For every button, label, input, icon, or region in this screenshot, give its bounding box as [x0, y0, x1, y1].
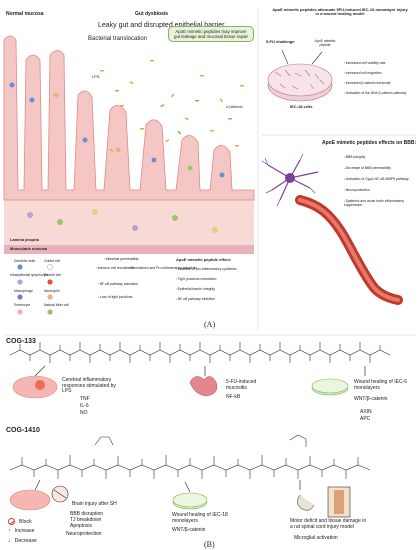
legend-iel: Intraepithelial lymphocyte [10, 273, 49, 277]
legend-neutrophil: Neutrophil [44, 289, 60, 293]
apoe-bubble: ApoE mimetic peptides may improve gut le… [168, 26, 254, 43]
cytokine-no: NO [80, 410, 88, 416]
bbb-effect-integrity: ↑BBB integrity [344, 155, 366, 159]
legend-goblet: Goblet cell [44, 259, 61, 263]
legend-enterocyte: Enterocyte [14, 303, 31, 307]
cytokine-il6: IL-6 [80, 403, 89, 409]
legend-dendritic: Dendritic cells [14, 259, 36, 263]
apoe-peptide-label: ApoE mimetic peptide [314, 39, 336, 47]
cog1410-arrows [34, 479, 301, 493]
apoe-effect-tj: ↑Tight junctions restoration [176, 277, 217, 281]
neuroprotection-label: Neuroprotection [66, 531, 102, 537]
wound-effect-catenin: ↑Increased β-catenin transcript [344, 81, 391, 85]
nfkb-label: NF-kB [226, 394, 241, 400]
bbb-title: ApoE mimetic peptides effects on BBB: [322, 140, 417, 146]
cog133-title: COG-133 [6, 338, 36, 345]
bacteria-scatter [100, 60, 244, 153]
apc-label: APC [360, 416, 371, 422]
legend-macrophage: Macrophage [14, 289, 33, 293]
microglial-label: Microglial activation [294, 535, 338, 541]
effect-nfkb: ↑NF-κB pathway activation [98, 282, 139, 286]
bacterial-translocation-label: Bacterial translocation [88, 36, 148, 42]
up-arrow-icon: ↑ [8, 528, 11, 534]
wound-effect-wnt: ↑Activation of the Wnt/ β-catenin pathwa… [344, 91, 407, 95]
intestinal-villi-illustration [3, 35, 255, 254]
bbb-effect-neuroprotection: ↑Neuroprotection [344, 188, 370, 192]
cog133-structure [9, 342, 391, 363]
legend-decrease-row: ↓ Decrease [8, 538, 37, 544]
cog1410-title: COG-1410 [6, 427, 40, 434]
axin-label: AXIN [360, 409, 372, 415]
legend-block: Block [19, 518, 32, 525]
apoe-effect-cytokines: ↓Inhibition of pro-inflammatory cytokine… [176, 267, 237, 271]
cog133-arrows [34, 365, 366, 377]
wound-effect-viability: ↑Increased cell viability rate [344, 61, 386, 65]
brain-injury-label: Brain injury after SH [72, 501, 117, 507]
wound-title: ApoE mimetic peptides attenuate 5FU-indu… [272, 7, 408, 17]
panel-a-label: (A) [204, 320, 216, 329]
motor-deficit-label: Motor deficit and tissue damage in a rat… [290, 518, 367, 530]
wnt-label-2: WNT/β-catenin [172, 527, 206, 533]
iec18-label: IEC-18 cells [290, 104, 313, 109]
effect-chemokines: ↑Chemokines and Pro-inflammatory cytokin… [128, 266, 197, 270]
mucositis-label: 5-FU-induced mucositis [226, 379, 257, 391]
legend-decrease: Decrease [14, 538, 37, 544]
effect-permeability: ↑Intestinal permeability [104, 257, 139, 261]
apoe-effect-nfkb: ↓NF-κB pathway inhibition [176, 297, 216, 301]
bbb-effect-cypa: ↓Activation of CypA-NF-κB-MMP9 pathway [344, 177, 409, 181]
legend-increase-row: ↑ Increase [8, 528, 35, 534]
fu-challenge-label: 5-FU challenge [266, 39, 295, 44]
normal-mucosa-title: Normal mucosa [6, 11, 44, 17]
bacteria-green [115, 90, 232, 135]
lps-label: LPS [92, 74, 100, 79]
wound-iec6-label: Wound healing of IEC-6 monolayers [354, 379, 407, 391]
iec18-dish-illustration [267, 49, 333, 102]
panel-b-label: (B) [204, 540, 215, 549]
gut-dysbiosis-title: Gut dysbiosis [135, 11, 169, 17]
muscularis-layer [4, 245, 254, 254]
muscularis-label: Muscularis mucosa [10, 246, 48, 251]
cog1410-icons [9, 485, 351, 518]
leaky-gut-title: Leaky gut and disrupted epithelial barri… [98, 22, 225, 29]
apoe-effect-title: ApoE mimetic peptide effect: [176, 257, 232, 262]
legend-block-row: Block [8, 518, 32, 525]
wound-iec18-label: Wound healing of IEC-18 monolayers [172, 512, 228, 524]
brain-effect-label: Cerebral inflammatory responses stimulat… [62, 377, 116, 394]
apoe-effect-barrier: ↑Epithelial barrier integrity [176, 287, 216, 291]
effect-immune: ↑Immune cell recruitment [96, 266, 134, 270]
cog1410-structure [9, 434, 371, 479]
cytokine-tnf: TNF [80, 396, 90, 402]
bbb-illustration [261, 153, 403, 305]
apoptosis-label: Apoptosis [70, 523, 92, 529]
tj-breakdown-label: TJ breakdown [70, 517, 102, 523]
block-icon [8, 518, 15, 525]
wound-effect-migration: ↑Increased cell migration [344, 71, 382, 75]
bbb-disruption-label: BBB disruption [70, 511, 104, 517]
legend-nk: Natural killer cell [44, 303, 69, 307]
effect-tight-junctions: ↓Loss of tight junctions [98, 295, 133, 299]
lamina-propria-label: Lamina propria [10, 237, 39, 242]
defensin-label: α-Defensin [226, 105, 243, 109]
legend-increase: Increase [14, 528, 35, 534]
legend-paneth: Paneth cell [44, 273, 61, 277]
down-arrow-icon: ↓ [8, 538, 11, 544]
bbb-effect-inflammation: ↓Systemic and acute brain inflammatory s… [344, 199, 405, 207]
bbb-effect-permeability: ↓Decrease of BBB permeability [344, 166, 391, 170]
cog133-icons [12, 375, 349, 399]
wnt-label-1: WNT/β-catenin [354, 396, 388, 402]
